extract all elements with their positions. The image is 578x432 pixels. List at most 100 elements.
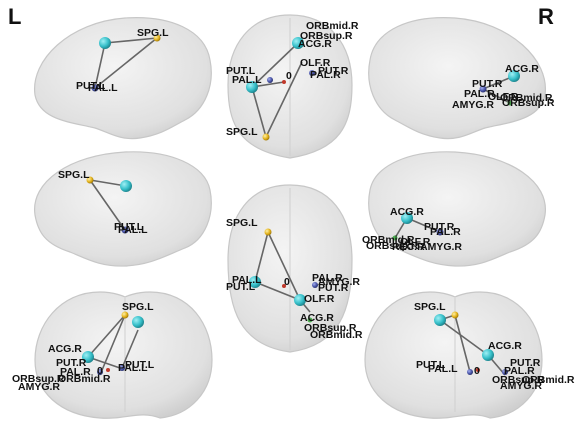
node-red — [282, 284, 286, 288]
region-label: ORBmid.R — [58, 373, 111, 385]
region-label: AMYG.R — [452, 99, 494, 111]
node-acg — [246, 81, 258, 93]
region-label: OLF.R — [300, 57, 331, 69]
region-label: PAL.L — [88, 82, 118, 94]
region-label: SPG.L — [122, 301, 154, 313]
node-put — [436, 228, 444, 236]
region-label: PUT.L — [416, 359, 446, 371]
region-label: ORBmid.R — [306, 20, 359, 32]
region-label: AMYG.R — [500, 380, 542, 392]
node-green — [392, 235, 398, 241]
region-label: PAL.L — [428, 363, 458, 375]
region-label: PUT.L — [226, 65, 256, 77]
brain-front-coronal — [34, 291, 213, 419]
region-label: 0 — [284, 276, 290, 288]
node-acg — [82, 351, 94, 363]
region-label: PAL.L — [232, 274, 262, 286]
node-put — [312, 282, 318, 288]
node-put — [502, 369, 508, 375]
brain-back-coronal — [364, 291, 543, 419]
left-hemisphere-label: L — [8, 4, 22, 29]
node-spg — [121, 311, 129, 319]
region-label: 0 — [286, 70, 292, 82]
region-label: 0 — [474, 365, 480, 377]
brain-left-lateral — [34, 17, 212, 140]
region-label: ORBsup.R — [12, 373, 65, 385]
region-label: ORBsup.R — [502, 97, 555, 109]
node-put — [97, 369, 103, 375]
region-label: ORBsup.R — [366, 240, 419, 252]
region-label: ORBsup.R — [492, 374, 545, 386]
node-acg — [434, 314, 446, 326]
region-label: ACG.R — [48, 343, 82, 355]
region-label: ACG.R — [505, 63, 539, 75]
region-label: PUT.L — [226, 281, 256, 293]
node-red — [476, 368, 480, 372]
region-label: PAL.L — [232, 74, 262, 86]
node-spg — [153, 34, 161, 42]
region-label: ORBmid.R — [310, 329, 363, 341]
region-label: 0 — [97, 365, 103, 377]
node-put — [309, 70, 315, 76]
region-label: SPG.L — [137, 27, 169, 39]
node-red — [106, 368, 110, 372]
node-put — [121, 226, 129, 234]
region-label: PAL.R — [312, 272, 343, 284]
region-label: OLF.R — [304, 293, 335, 305]
region-label: OLF.R — [400, 236, 431, 248]
node-acg — [120, 180, 132, 192]
node-put — [479, 85, 487, 93]
node-acg — [249, 276, 261, 288]
region-label: AMYG.R — [318, 276, 360, 288]
region-label: SPG.L — [226, 217, 258, 229]
brain-silhouettes — [34, 14, 546, 419]
region-label: PAL.R — [60, 366, 91, 378]
region-label: ACG.R — [390, 206, 424, 218]
region-label: PUT.R — [56, 357, 87, 369]
region-label: ORBsup.R — [304, 322, 357, 334]
region-label: PAL.R — [430, 226, 461, 238]
region-label: PUT.R — [318, 65, 349, 77]
node-red — [282, 80, 286, 84]
node-put — [467, 369, 473, 375]
node-spg — [86, 176, 94, 184]
node-acg — [294, 294, 306, 306]
region-label: PUT.R — [424, 221, 455, 233]
node-acg — [99, 37, 111, 49]
region-labels: SPG.L PUT.L PAL.L ORBmid.R ORBsup.R ACG.… — [12, 20, 575, 393]
region-label: PAL.L — [118, 224, 148, 236]
region-label: ORBsup.R — [300, 30, 353, 42]
brain-right-lateral — [368, 17, 546, 140]
region-label: PAL.R — [464, 88, 495, 100]
region-label: OLF.R — [488, 91, 519, 103]
region-label: AMYG.R — [420, 241, 462, 253]
region-label: ORBmid.R — [500, 92, 553, 104]
region-label: PAL.R — [310, 69, 341, 81]
node-acg — [482, 349, 494, 361]
region-label: PUT.R — [318, 282, 349, 294]
region-label: AMYG.R — [18, 381, 60, 393]
region-label: ACG.R — [300, 312, 334, 324]
region-label: SPG.L — [58, 169, 90, 181]
node-green — [307, 317, 313, 323]
node-acg — [132, 316, 144, 328]
region-label: PUT.R — [510, 357, 541, 369]
node-spg — [264, 228, 272, 236]
node-spg — [451, 311, 459, 319]
node-put — [267, 77, 273, 83]
node-acg — [508, 70, 520, 82]
region-label: PUT.R — [472, 78, 503, 90]
right-hemisphere-label: R — [538, 4, 554, 29]
nodes — [82, 34, 520, 375]
region-label: ACG.R — [488, 340, 522, 352]
node-put — [91, 84, 99, 92]
region-label: PUT.L — [114, 221, 144, 233]
node-acg — [401, 212, 413, 224]
brain-right-medial — [368, 151, 546, 267]
region-label: ORBmid.R — [522, 374, 575, 386]
node-acg — [292, 37, 304, 49]
brain-left-medial — [34, 151, 212, 267]
region-label: PAL.L — [118, 362, 148, 374]
region-label: PUT.L — [76, 80, 106, 92]
